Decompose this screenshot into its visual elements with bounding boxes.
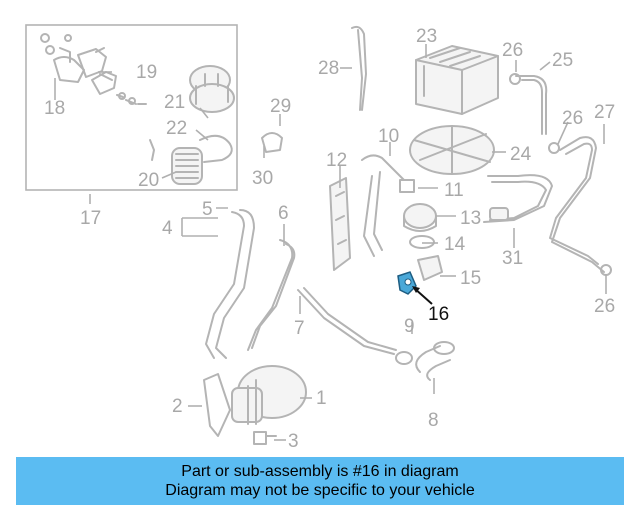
callout-31: 31 [502,248,523,269]
part-16-highlighted [397,271,417,295]
callout-22: 22 [166,118,187,139]
callout-23: 23 [416,26,437,47]
callout-20: 20 [138,170,159,191]
part-13-valve [403,203,437,229]
callout-25: 25 [552,50,573,71]
part-28-hose [351,25,367,111]
callout-27: 27 [594,102,615,123]
part-6-hose [247,239,296,351]
callout-6: 6 [278,203,289,224]
part-1-pump [231,365,307,425]
part-31-sensor [483,174,553,223]
part-12-gasket [329,177,351,271]
callout-29: 29 [270,96,291,117]
callout-17: 17 [80,208,101,229]
callout-26-top: 26 [502,40,523,61]
info-banner: Part or sub-assembly is #16 in diagram D… [16,457,624,505]
parts-diagram: 1 2 3 4 5 6 7 8 9 10 11 12 13 14 15 16 1… [25,24,615,452]
callout-15: 15 [460,268,481,289]
callout-13: 13 [460,208,481,229]
part-23-canister [415,45,499,115]
callout-21: 21 [164,92,185,113]
banner-line-1: Part or sub-assembly is #16 in diagram [181,463,459,480]
callout-7: 7 [294,318,305,339]
callout-10: 10 [378,126,399,147]
part-9-flange [433,341,455,355]
part-24-cover [409,125,495,175]
callout-28: 28 [318,58,339,79]
callout-30: 30 [252,168,273,189]
part-29-clip [261,132,283,153]
callout-12: 12 [326,150,347,171]
part-2-bracket [203,373,231,437]
callout-1: 1 [316,388,327,409]
callout-19: 19 [136,62,157,83]
callout-26-mid: 26 [562,108,583,129]
part-4-hose [205,209,255,359]
callout-26-bottom: 26 [594,296,615,317]
part-27-line [549,136,605,273]
part-3-valve [253,431,277,445]
callout-14: 14 [444,234,466,255]
banner-line-2: Diagram may not be specific to your vehi… [165,482,475,499]
callout-11: 11 [444,180,464,201]
callout-8: 8 [428,410,439,431]
leader-lines [54,44,607,441]
callout-16-highlighted: 16 [428,304,449,325]
part-25-hose [515,75,548,135]
callout-18: 18 [44,98,65,119]
part-26-fitting [548,142,560,154]
part-14-seal [409,235,435,249]
part-7-pipe [297,287,397,355]
callout-2: 2 [172,396,183,417]
callout-24: 24 [510,144,532,165]
part-10-pipe [361,154,405,257]
callout-4: 4 [162,218,173,239]
part-8-elbow [415,345,451,381]
part-15-bracket [417,255,443,281]
callout-5: 5 [202,199,213,220]
callout-9: 9 [404,316,415,337]
inset-box-17 [25,24,238,191]
callout-3: 3 [288,431,299,452]
inset-parts [40,33,235,185]
